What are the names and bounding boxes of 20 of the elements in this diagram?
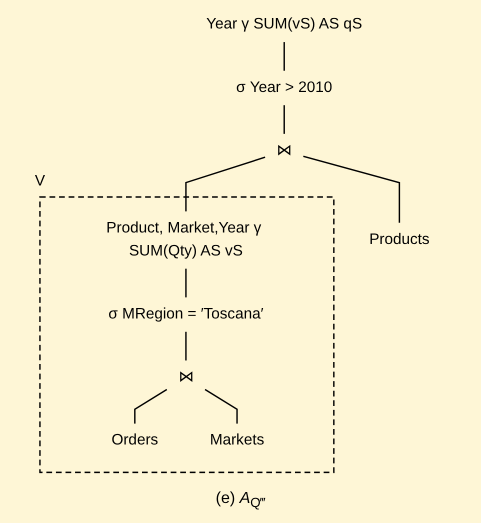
node-text: ⋈ <box>276 142 292 159</box>
connector <box>134 388 168 424</box>
connector <box>284 42 285 71</box>
node-label: V <box>34 173 46 190</box>
figure-caption: (e) A$_{Q‴}$ <box>216 490 266 510</box>
node-text: Year γ SUM(vS) AS qS <box>206 16 362 33</box>
connector <box>185 268 187 298</box>
node-text: Markets <box>210 432 264 448</box>
connector <box>185 332 187 360</box>
connector <box>303 156 400 223</box>
node-text: σ Year > 2010 <box>236 79 332 96</box>
node-text: Products <box>369 231 430 248</box>
node-text: ⋈ <box>178 369 194 386</box>
cluster <box>39 196 335 474</box>
connector <box>284 105 285 134</box>
node-text: σ MRegion = ′Toscana′ <box>108 306 264 322</box>
connector <box>204 388 238 424</box>
node-text: Orders <box>111 432 158 448</box>
node-text: Product, Market,Year γ SUM(Qty) AS vS <box>106 220 262 260</box>
connector <box>185 156 266 212</box>
